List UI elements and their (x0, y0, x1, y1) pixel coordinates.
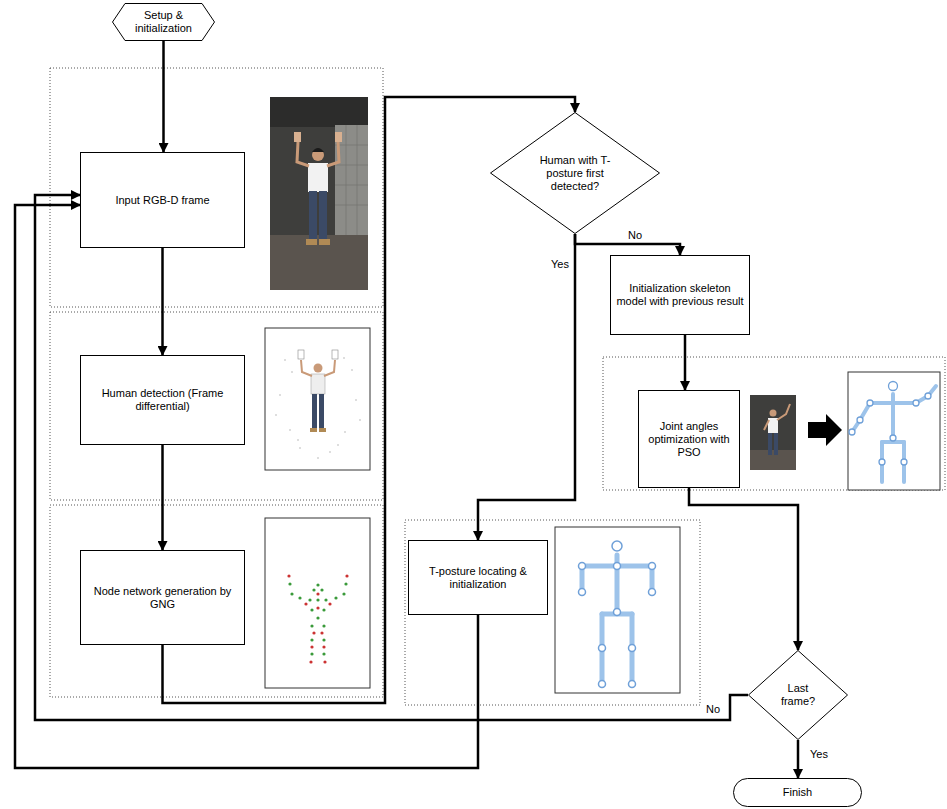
node-text: Joint angles optimization with PSO (644, 420, 734, 459)
process-box: Input RGB-D frame (80, 152, 245, 248)
process-box: Joint angles optimization with PSO (638, 390, 740, 488)
node-text: Finish (783, 786, 812, 799)
process-box: Human detection (Frame differential) (80, 355, 245, 445)
node-text: Human detection (Frame differential) (86, 387, 239, 413)
dotted-panel (50, 68, 945, 705)
gng-image (265, 518, 370, 688)
t-posture-skeleton (555, 527, 680, 693)
node-text: Initialization skeleton model with previ… (616, 282, 744, 308)
edge-label: No (626, 229, 644, 242)
flow-connector (478, 234, 575, 540)
flow-connector (15, 205, 478, 768)
decision-diamond: Human with T- posture first detected? (490, 112, 660, 234)
pso-skeleton (848, 372, 940, 490)
flow-connector (161, 445, 164, 550)
flow-connector (684, 335, 687, 390)
process-box: Initialization skeleton model with previ… (610, 255, 750, 335)
edge-label: Yes (549, 258, 571, 271)
detection-image (265, 328, 370, 470)
edge-label: Yes (808, 748, 830, 761)
node-text: Human with T- posture first detected? (528, 154, 622, 193)
node-text: Node network generation by GNG (86, 585, 239, 611)
node-text: T-posture locating & initialization (414, 565, 542, 591)
start-hexagon: Setup & initialization (112, 3, 215, 41)
decision-diamond: Last frame? (748, 650, 848, 740)
process-box: T-posture locating & initialization (408, 540, 548, 615)
rgbd-photo (270, 97, 368, 290)
flow-connector (162, 41, 165, 152)
flow-connector (689, 488, 798, 650)
flow-connector (161, 248, 164, 355)
result-arrow (808, 414, 842, 446)
node-text: Setup & initialization (125, 9, 202, 35)
process-box: Node network generation by GNG (80, 550, 245, 645)
edge-label: No (704, 703, 722, 716)
flow-connector (797, 740, 800, 778)
node-text: Last frame? (771, 682, 826, 708)
terminal-box: Finish (733, 778, 862, 807)
node-text: Input RGB-D frame (115, 194, 209, 207)
pso-photo (750, 395, 796, 470)
